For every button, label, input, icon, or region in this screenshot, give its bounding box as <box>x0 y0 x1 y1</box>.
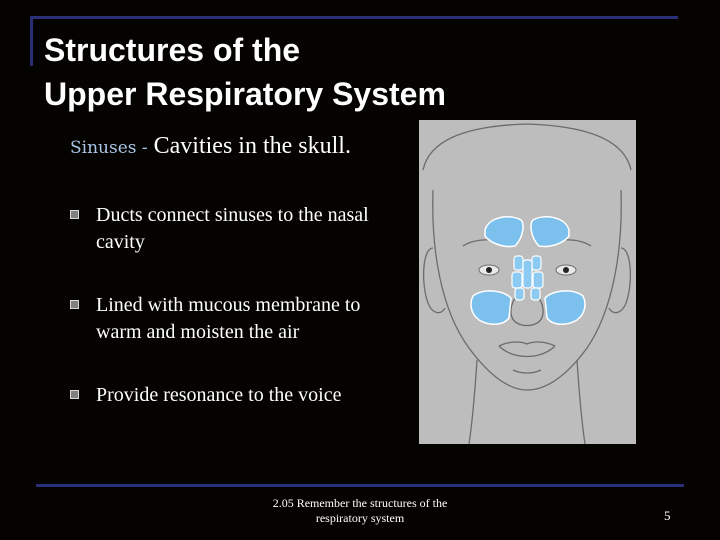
bullet-square-icon <box>70 300 79 309</box>
eyes <box>478 264 577 276</box>
intro-definition: Sinuses - Cavities in the skull. <box>70 128 400 166</box>
neck-right <box>576 359 586 445</box>
chin-line <box>512 369 542 374</box>
face-sinuses-drawing <box>422 123 632 445</box>
upper-lip <box>498 341 556 347</box>
frontal-sinuses <box>484 216 570 248</box>
hair-outline <box>422 123 632 171</box>
head-outline <box>432 189 622 391</box>
title-rule-top <box>30 16 678 19</box>
neck-left <box>468 359 478 445</box>
maxillary-sinuses <box>470 290 586 325</box>
left-ear <box>422 247 446 314</box>
intro-term: Sinuses - <box>70 138 148 158</box>
page-number: 5 <box>664 508 671 523</box>
title-rule-left <box>30 16 33 66</box>
bullet-text: Ducts connect sinuses to the nasal cavit… <box>96 204 369 253</box>
lower-lip <box>498 345 556 358</box>
bullet-square-icon <box>70 390 79 399</box>
footer-caption: 2.05 Remember the structures of the resp… <box>272 496 448 525</box>
ethmoid-sinuses <box>511 255 544 301</box>
bullet-text: Provide resonance to the voice <box>96 384 342 406</box>
face-sinuses-illustration <box>419 120 636 445</box>
bullet-square-icon <box>70 210 79 219</box>
intro-definition-text: Cavities in the skull. <box>147 133 351 159</box>
slide-title-line-1: Structures of the <box>44 32 301 68</box>
footer-rule <box>36 484 684 487</box>
slide-title: Structures of the Upper Respiratory Syst… <box>44 28 644 116</box>
nose-outline <box>510 297 544 327</box>
slide-title-line-2: Upper Respiratory System <box>44 76 446 112</box>
bullet-text: Lined with mucous membrane to warm and m… <box>96 294 361 343</box>
right-ear <box>608 247 632 314</box>
